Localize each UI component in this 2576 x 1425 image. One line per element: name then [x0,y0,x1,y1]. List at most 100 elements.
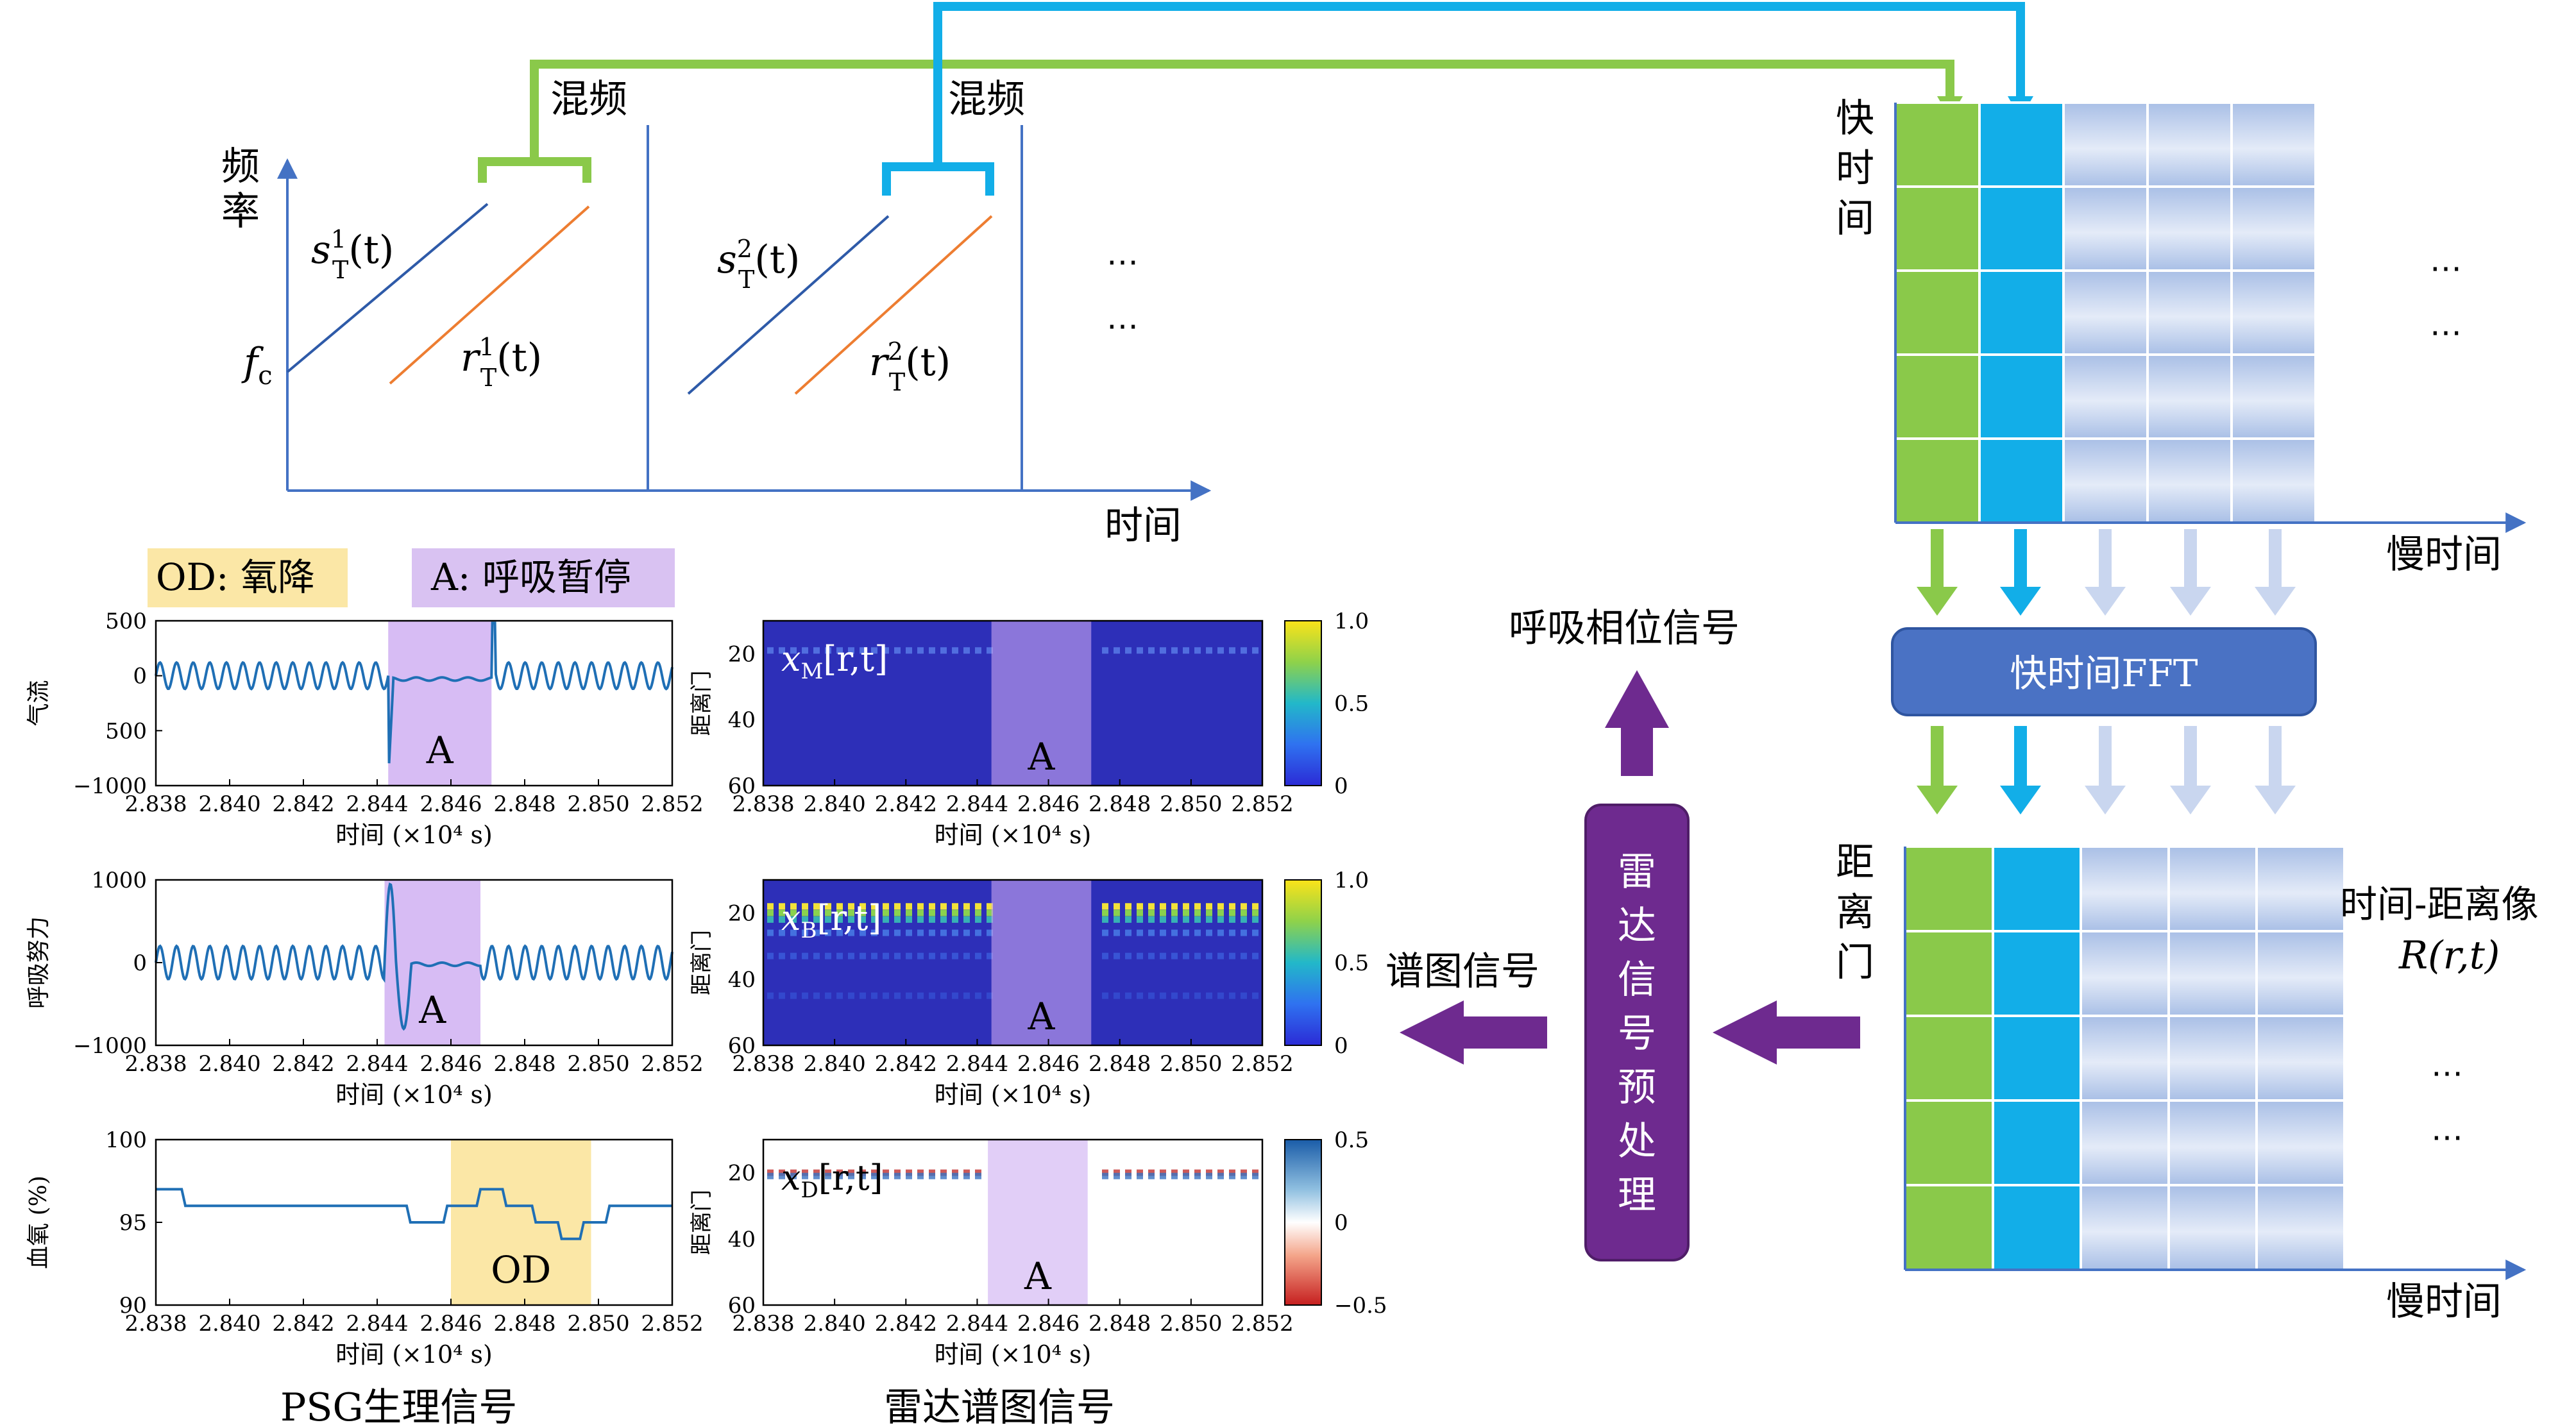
heatmap-cell [883,952,889,959]
heatmap-cell [952,916,958,923]
heatmap-cell [1194,909,1201,916]
heatmap-cell [963,647,970,654]
band-label: A [1024,1254,1052,1298]
heatmap-cell [1160,647,1166,654]
heatmap-cell [1194,1169,1201,1176]
tx-chirp-1 [286,203,489,373]
matrix2-cells [1904,845,2346,1271]
matrix-cell [1894,185,1981,272]
y-tick-label: 90 [119,1293,147,1319]
heatmap-cell [1114,992,1120,999]
arrow-matrix-to-preprocess [1713,1000,1860,1065]
heatmap-cell [790,909,797,916]
heatmap-cell [987,952,993,959]
heatmap-cell [906,647,912,654]
heatmap-cell [1148,929,1155,936]
heatmap-cell [848,903,854,910]
heatmap-cell [883,929,889,936]
heatmap-cell [1183,1169,1189,1176]
heatmap-cell [1252,647,1258,654]
heatmap-cell [1125,909,1131,916]
heatmap-cell [1114,903,1120,910]
radar-ylabel: 距离门 [689,930,715,995]
heatmap-cell [860,916,866,923]
heatmap-cell [1252,916,1258,923]
heatmap-cell [952,929,958,936]
heatmap-cell [1217,1172,1224,1179]
matrix-cell [2230,101,2317,188]
heatmap-cell [1160,916,1166,923]
heatmap-cell [929,1172,935,1179]
heatmap-cell [767,952,774,959]
legend-od: OD: 氧降 [156,555,315,599]
heatmap-cell [1137,992,1143,999]
heatmap-cell [779,909,785,916]
matrix-cell [1992,1184,2082,1271]
heatmap-cell [1217,647,1224,654]
heatmap-cell [1183,909,1189,916]
band-label: A [426,729,454,772]
heatmap-cell [1241,903,1247,910]
heatmap-cell [929,929,935,936]
colorbar-tick: −0.5 [1334,1293,1387,1319]
heatmap-cell [813,1169,820,1176]
heatmap-cell [975,1169,981,1176]
x-tick-label: 2.838 [732,1051,794,1077]
heatmap-cell [1217,952,1224,959]
x-tick-label: 2.838 [732,1311,794,1336]
heatmap-cell [1160,909,1166,916]
heatmap-cell [906,1172,912,1179]
heatmap-cell [1102,952,1108,959]
heatmap-cell [1114,1172,1120,1179]
heatmap-cell [987,647,993,654]
heatmap-cell [963,929,970,936]
heatmap-cell [1114,929,1120,936]
y-tick-label: 40 [728,967,756,993]
heatmap-cell [1206,903,1212,910]
down-arrow [2170,726,2211,814]
heatmap-cell [871,1172,877,1179]
heatmap-cell [940,647,947,654]
fft-input-arrows [1917,529,2296,616]
x-tick-label: 2.842 [875,1311,937,1336]
matrix-cell [1992,1099,2082,1186]
heatmap-cell [813,916,820,923]
psg-xlabel: 时间 (×10⁴ s) [335,821,493,849]
heatmap-cell [963,903,970,910]
heatmap-cell [871,929,877,936]
matrix-cell [2062,437,2149,524]
heatmap-cell [860,909,866,916]
matrix1-ellipsis-1: ⋯ [2430,249,2462,287]
heatmap-cell [860,992,866,999]
matrix-cell [2062,185,2149,272]
fast-time-matrix: 快时间 慢时间 ⋯ ⋯ [1836,96,2527,577]
heatmap-cell [802,992,808,999]
heatmap-cell [871,903,877,910]
heatmap-cell [848,952,854,959]
heatmap-cell [1102,903,1108,910]
heatmap-cell [825,929,831,936]
heatmap-cell [1137,1169,1143,1176]
heatmap-cell [1114,1169,1120,1176]
mix-label-2: 混频 [948,77,1025,122]
heatmap-cell [963,909,970,916]
heatmap-cell [929,992,935,999]
band-label: A [1028,995,1056,1038]
heatmap-cell [1114,916,1120,923]
heatmap-cell [1125,929,1131,936]
heatmap-cell [1252,1172,1258,1179]
heatmap-cell [929,903,935,910]
matrix-cell [2062,269,2149,356]
heatmap-cell [1252,952,1258,959]
apnea-band [388,621,492,786]
x-tick-label: 2.850 [1160,1051,1222,1077]
time-range-image-label: 时间-距离像 [2340,882,2539,926]
heatmap-cell [894,952,901,959]
matrix-cell [1894,269,1981,356]
heatmap-cell [975,916,981,923]
matrix-cell [2230,185,2317,272]
chirp-ellipsis-2: ⋯ [1106,307,1139,344]
heatmap-cell [1217,903,1224,910]
psg-xlabel: 时间 (×10⁴ s) [335,1340,493,1369]
matrix-cell [2062,353,2149,440]
